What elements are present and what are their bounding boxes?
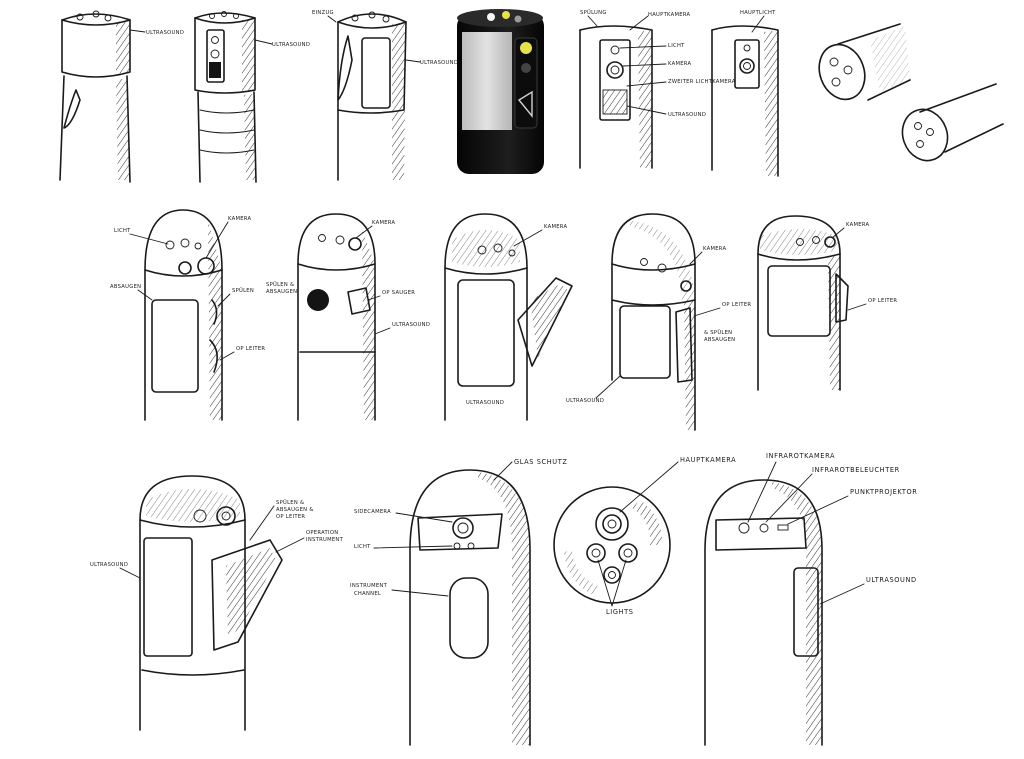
product-render	[457, 9, 544, 174]
label-op-leiter: OP LEITER	[868, 298, 897, 304]
label-ultraschall: ULTRASOUND	[392, 322, 430, 328]
label-hauptlicht: HAUPTLICHT	[740, 10, 776, 16]
label-operation: OPERATION	[306, 530, 338, 536]
label-absaugen: ABSAUGEN	[704, 337, 735, 343]
label-ultraschall: ULTRASOUND	[866, 576, 917, 584]
label-op-leiter: OP LEITER	[236, 346, 265, 352]
label-spuelen: SPÜLEN &	[266, 281, 294, 288]
label-spuelen: SPÜLEN &	[276, 499, 304, 506]
label-instrument: INSTRUMENT	[350, 583, 388, 589]
sketch-r2-a: LICHT KAMERA ABSAUGEN SPÜLEN OP LEITER	[110, 209, 265, 421]
label-ultraschall: ULTRASOUND	[668, 112, 706, 118]
sketch-r3-h-topview: HAUPTKAMERA LIGHTS	[553, 456, 736, 616]
label-spuelen: & SPÜLEN	[704, 329, 732, 336]
label-channel: CHANNEL	[354, 591, 381, 597]
label-ultraschall: ULTRASOUND	[566, 398, 604, 404]
label-zweite-kamera: ZWEITER LICHTKAMERA	[668, 79, 736, 85]
label-punktprojektor: PUNKTPROJEKTOR	[850, 488, 917, 496]
label-glasschutz: GLAS SCHUTZ	[514, 458, 567, 466]
label-kamera: KAMERA	[846, 222, 870, 228]
label-einzug: EINZUG	[312, 10, 334, 16]
label-instrument: INSTRUMENT	[306, 537, 344, 543]
sketch-r2-d: KAMERA OP LEITER & SPÜLEN ABSAUGEN ULTRA…	[566, 213, 751, 431]
label-kamera: KAMERA	[544, 224, 568, 230]
label-spuelung: SPÜLUNG	[580, 9, 607, 16]
label-hauptkamera: HAUPTKAMERA	[648, 12, 691, 18]
label-licht: LICHT	[114, 228, 131, 234]
sketch-r1-2: ULTRASOUND	[194, 11, 310, 183]
label-kamera: KAMERA	[372, 220, 396, 226]
sketch-r3-i: INFRAROTKAMERA INFRAROTBELEUCHTER PUNKTP…	[704, 452, 917, 746]
label-ultraschall: ULTRASOUND	[420, 60, 458, 66]
label-kamera: KAMERA	[668, 61, 692, 67]
label-ultraschall: ULTRASOUND	[90, 562, 128, 568]
label-absaugen: ABSAUGEN	[110, 284, 141, 290]
sketch-r2-e: KAMERA OP LEITER	[757, 215, 897, 391]
label-infrarotkamera: INFRAROTKAMERA	[766, 452, 835, 460]
label-ultraschall: ULTRASOUND	[272, 42, 310, 48]
label-kamera: KAMERA	[703, 246, 727, 252]
sketch-r1-7-angled	[818, 23, 1004, 162]
label-ultraschall: ULTRASOUND	[466, 400, 504, 406]
label-ultraschall: ULTRASOUND	[146, 30, 184, 36]
sketch-r3-f: SPÜLEN & ABSAUGEN & OP LEITER OPERATION …	[90, 475, 344, 731]
label-licht: LICHT	[668, 43, 685, 49]
label-op-leiter: OP LEITER	[722, 302, 751, 308]
label-sidecamera: SIDECAMERA	[354, 509, 391, 515]
label-absaugen: ABSAUGEN	[266, 289, 297, 295]
sketch-r1-1: ULTRASOUND	[59, 10, 184, 183]
label-kamera: KAMERA	[228, 216, 252, 222]
sketch-r1-5: SPÜLUNG HAUPTKAMERA LICHT KAMERA ZWEITER…	[579, 9, 736, 169]
sketch-r3-g: GLAS SCHUTZ SIDECAMERA LICHT INSTRUMENT …	[350, 458, 567, 746]
sketch-r2-c: KAMERA ULTRASOUND	[444, 213, 573, 421]
label-absaugen: ABSAUGEN &	[276, 507, 314, 513]
label-op-sauger: OP SAUGER	[382, 290, 415, 296]
label-lights: LIGHTS	[606, 608, 634, 616]
label-infrarotbeleuchter: INFRAROTBELEUCHTER	[812, 466, 900, 474]
label-spuelen: SPÜLEN	[232, 287, 254, 294]
label-op-leiter: OP LEITER	[276, 514, 305, 520]
sketch-r1-3: EINZUG ULTRASOUND	[312, 10, 458, 181]
label-hauptkamera: HAUPTKAMERA	[680, 456, 736, 464]
sketch-r1-6: HAUPTLICHT	[711, 10, 779, 177]
sketch-r2-b: KAMERA SPÜLEN & ABSAUGEN OP SAUGER ULTRA…	[266, 213, 430, 421]
label-licht: LICHT	[354, 544, 371, 550]
